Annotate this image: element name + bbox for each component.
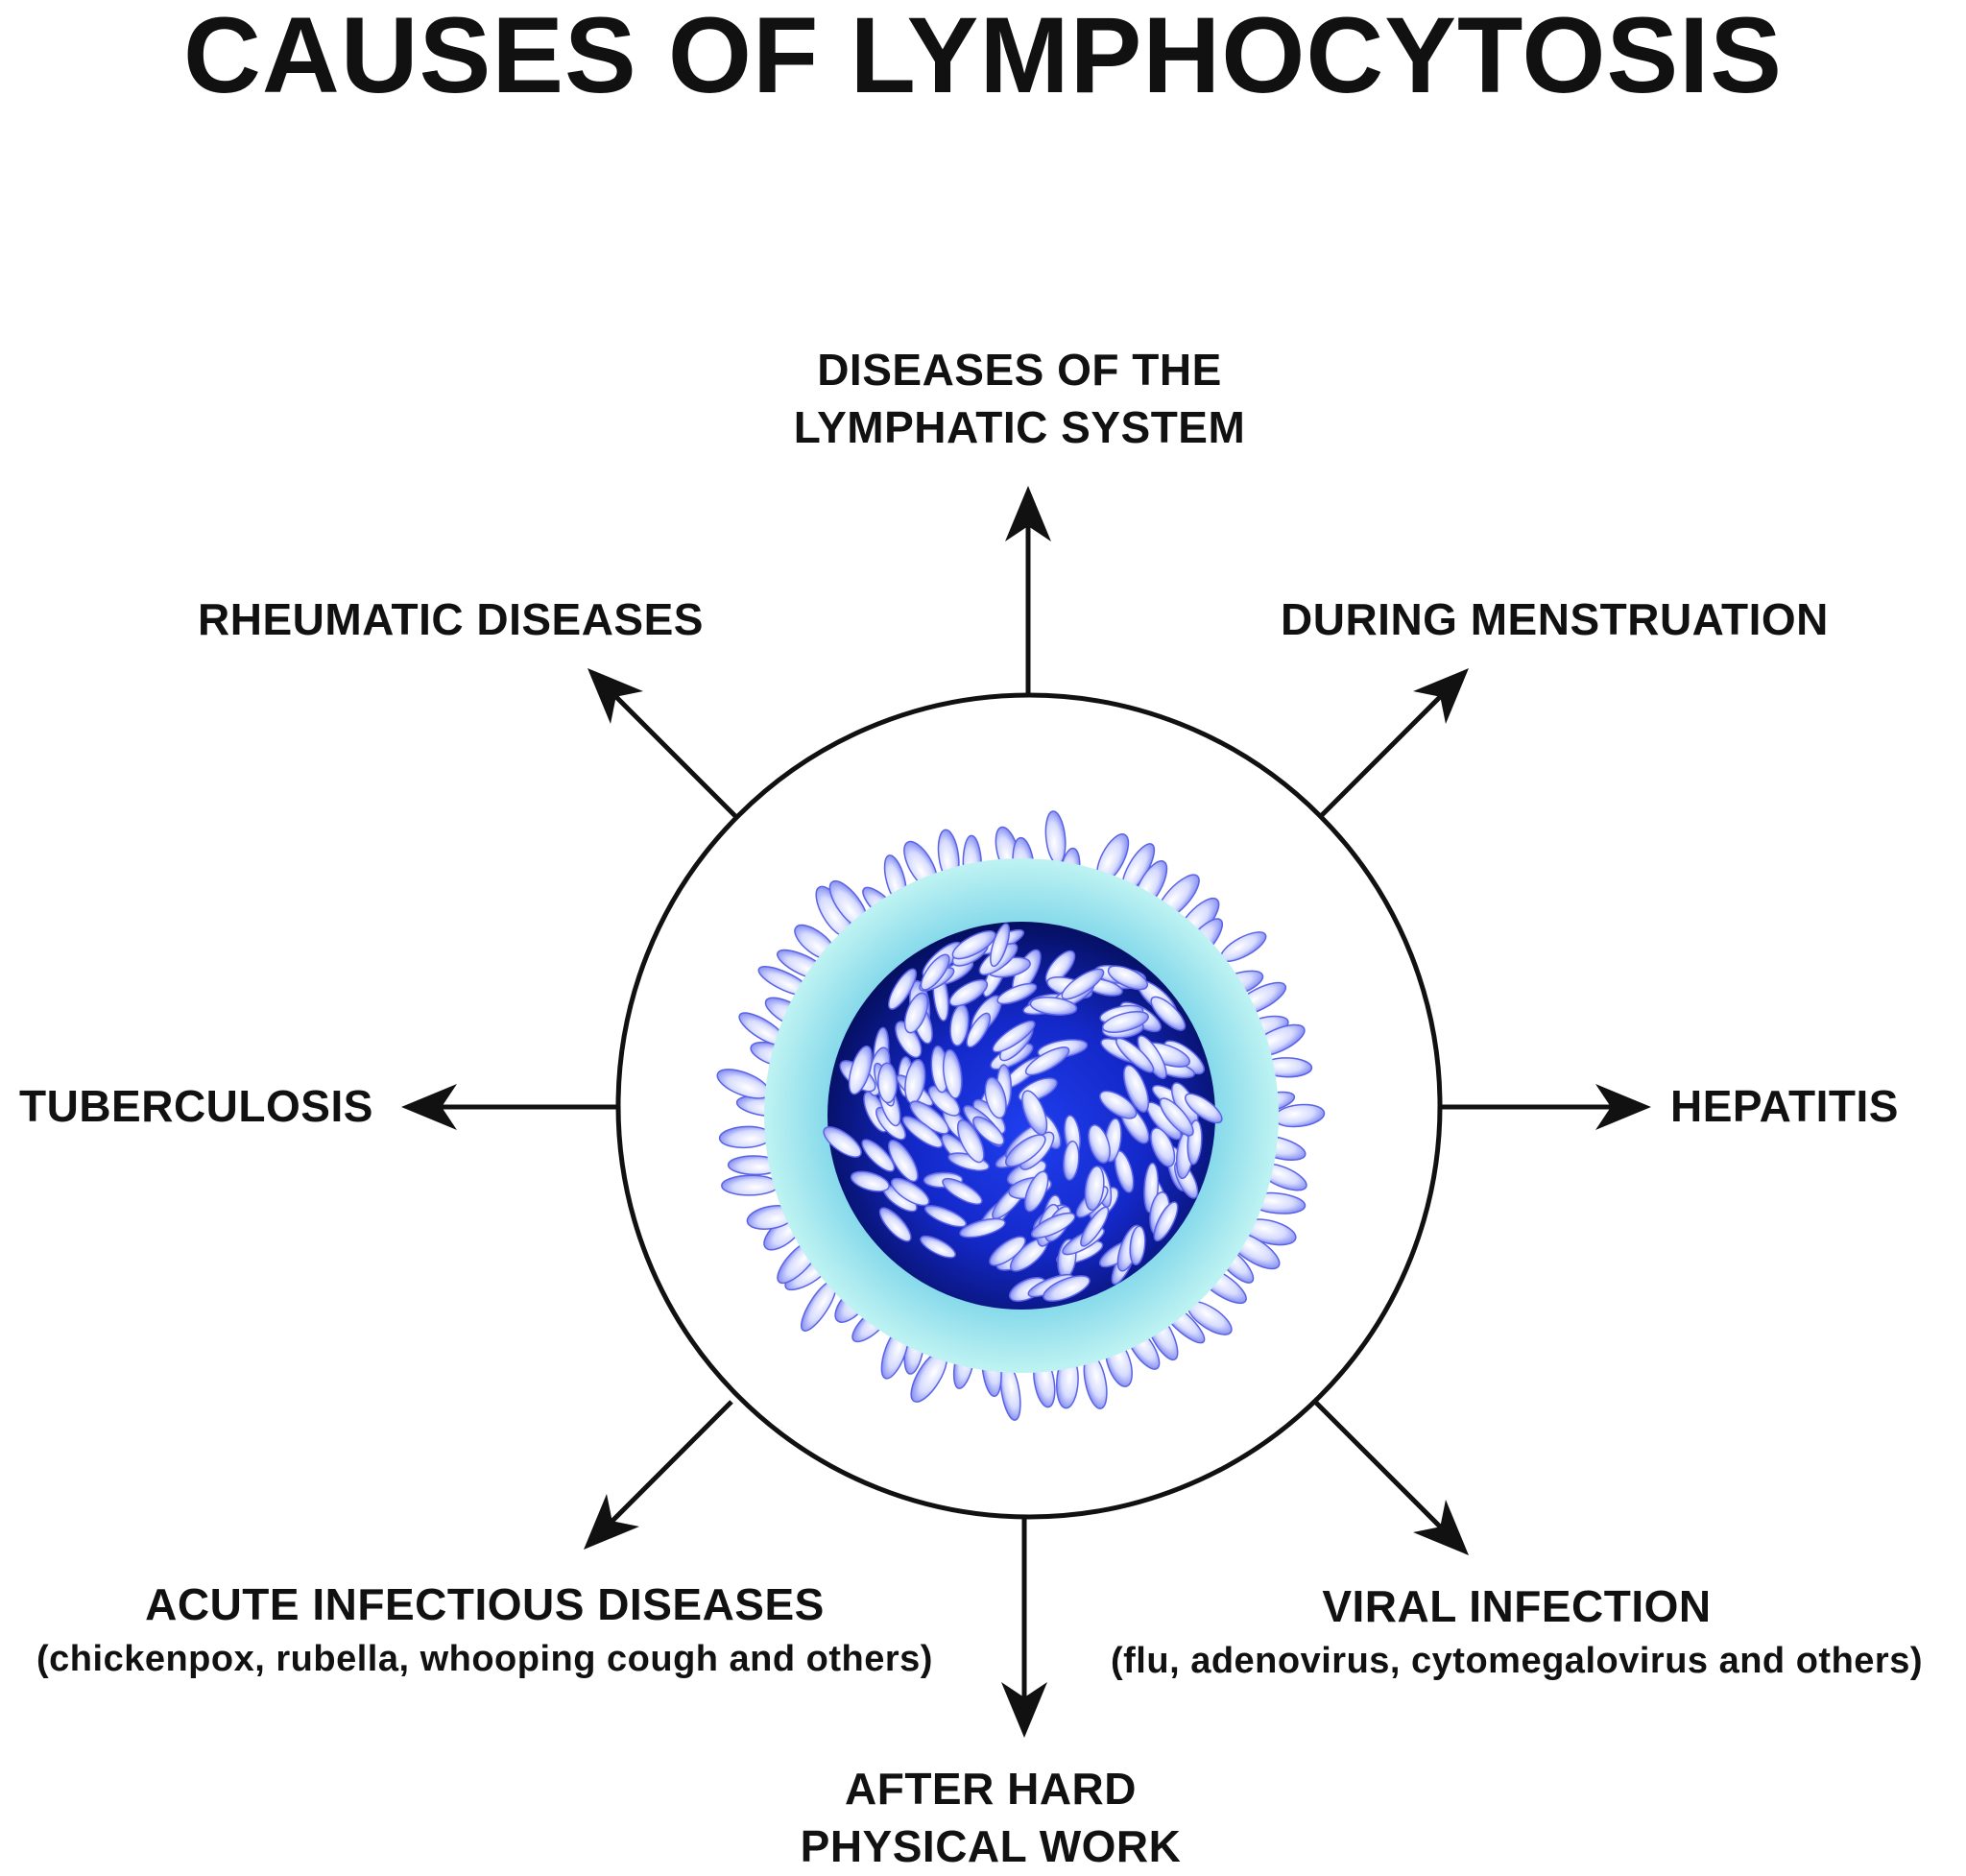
label-rheumatic: RHEUMATIC DISEASES <box>198 594 704 644</box>
arrow-icon <box>584 1494 639 1550</box>
granule <box>1115 1037 1155 1073</box>
arrow-up <box>1005 486 1051 699</box>
granule <box>890 1177 930 1207</box>
arrow-right <box>1434 1084 1651 1130</box>
granule <box>1080 1206 1110 1247</box>
label-viral-sub: (flu, adenovirus, cytomegalovirus and ot… <box>1111 1640 1923 1681</box>
label-physical-work: AFTER HARD PHYSICAL WORK <box>703 1761 1279 1876</box>
granule <box>888 968 917 1010</box>
arrow-icon <box>401 1084 457 1130</box>
granule <box>903 992 929 1034</box>
granule <box>850 1170 890 1192</box>
granule <box>942 1048 963 1099</box>
granule <box>1030 1212 1076 1239</box>
granule <box>920 1235 957 1259</box>
granule <box>1061 968 1105 1000</box>
arrow-icon <box>1413 668 1469 724</box>
arrow-icon <box>1001 1682 1047 1738</box>
granule <box>901 1116 944 1148</box>
granule <box>972 1116 1005 1146</box>
granule <box>990 923 1011 968</box>
granule <box>1122 1064 1150 1113</box>
granule <box>1024 1046 1070 1076</box>
granule <box>1099 1090 1138 1119</box>
granule <box>942 1177 983 1205</box>
arrow-down-right <box>1313 1400 1469 1555</box>
arrow-icon <box>1595 1084 1651 1130</box>
label-menstruation: DURING MENSTRUATION <box>1281 594 1829 644</box>
granule <box>989 1236 1026 1266</box>
granule <box>1107 965 1149 991</box>
granule <box>951 930 996 960</box>
granule <box>823 1126 862 1158</box>
granule <box>1153 1201 1179 1242</box>
granule <box>920 953 950 991</box>
label-lymphatic-line2: LYMPHATIC SYSTEM <box>793 401 1246 452</box>
label-lymphatic-system: DISEASES OF THE LYMPHATIC SYSTEM <box>731 342 1307 457</box>
label-hepatitis: HEPATITIS <box>1670 1081 1899 1131</box>
granule <box>984 1076 1007 1119</box>
arrow-up-right <box>1313 668 1469 824</box>
label-lymphatic-line1: DISEASES OF THE <box>817 345 1222 395</box>
granule <box>895 1021 923 1059</box>
arrow-icon <box>1413 1500 1469 1555</box>
page-title: CAUSES OF LYMPHOCYTOSIS <box>183 0 1783 115</box>
granule <box>1005 1134 1046 1167</box>
arrow-icon <box>1005 486 1051 541</box>
granule <box>877 1062 898 1104</box>
granule <box>848 1045 874 1095</box>
label-acute-infectious: ACUTE INFECTIOUS DISEASES (chickenpox, r… <box>0 1576 970 1685</box>
granule <box>888 1140 919 1183</box>
granule <box>956 1118 985 1164</box>
granule <box>1063 1140 1080 1181</box>
granule <box>721 1174 779 1196</box>
inner-granules <box>823 923 1223 1302</box>
arrow-down-left <box>584 1400 733 1550</box>
granule <box>1185 1093 1223 1124</box>
granule <box>1150 1127 1176 1167</box>
granule <box>861 1139 896 1172</box>
arrow-up-left <box>587 668 737 818</box>
granule <box>996 982 1038 1005</box>
granule <box>1023 1170 1049 1213</box>
label-tuberculosis: TUBERCULOSIS <box>19 1081 373 1131</box>
granule <box>1021 1090 1048 1136</box>
granule <box>923 1205 968 1228</box>
granule <box>948 979 989 1007</box>
arrow-icon <box>587 668 643 724</box>
granule <box>1084 1166 1105 1212</box>
label-acute-sub: (chickenpox, rubella, whooping cough and… <box>36 1638 933 1679</box>
label-physical-line2: PHYSICAL WORK <box>800 1820 1182 1871</box>
granule <box>1043 1275 1091 1302</box>
granule <box>959 1217 1006 1239</box>
granule <box>1159 1097 1194 1137</box>
granule <box>1129 1225 1146 1266</box>
label-viral-main: VIRAL INFECTION <box>1322 1581 1712 1631</box>
label-acute-main: ACUTE INFECTIOUS DISEASES <box>145 1579 825 1629</box>
granule <box>1101 1010 1149 1034</box>
granule <box>1029 997 1078 1016</box>
arrows-group <box>401 486 1651 1738</box>
arrow-down <box>1001 1517 1047 1738</box>
granule <box>1150 996 1187 1031</box>
granule <box>992 1020 1036 1053</box>
granule <box>966 1012 992 1048</box>
label-viral-infection: VIRAL INFECTION (flu, adenovirus, cytome… <box>1085 1578 1949 1687</box>
granule <box>1088 1124 1111 1164</box>
arrow-left <box>401 1084 617 1130</box>
granule <box>878 1207 912 1242</box>
label-physical-line1: AFTER HARD <box>845 1764 1137 1814</box>
lymphocyte-icon <box>716 810 1326 1421</box>
